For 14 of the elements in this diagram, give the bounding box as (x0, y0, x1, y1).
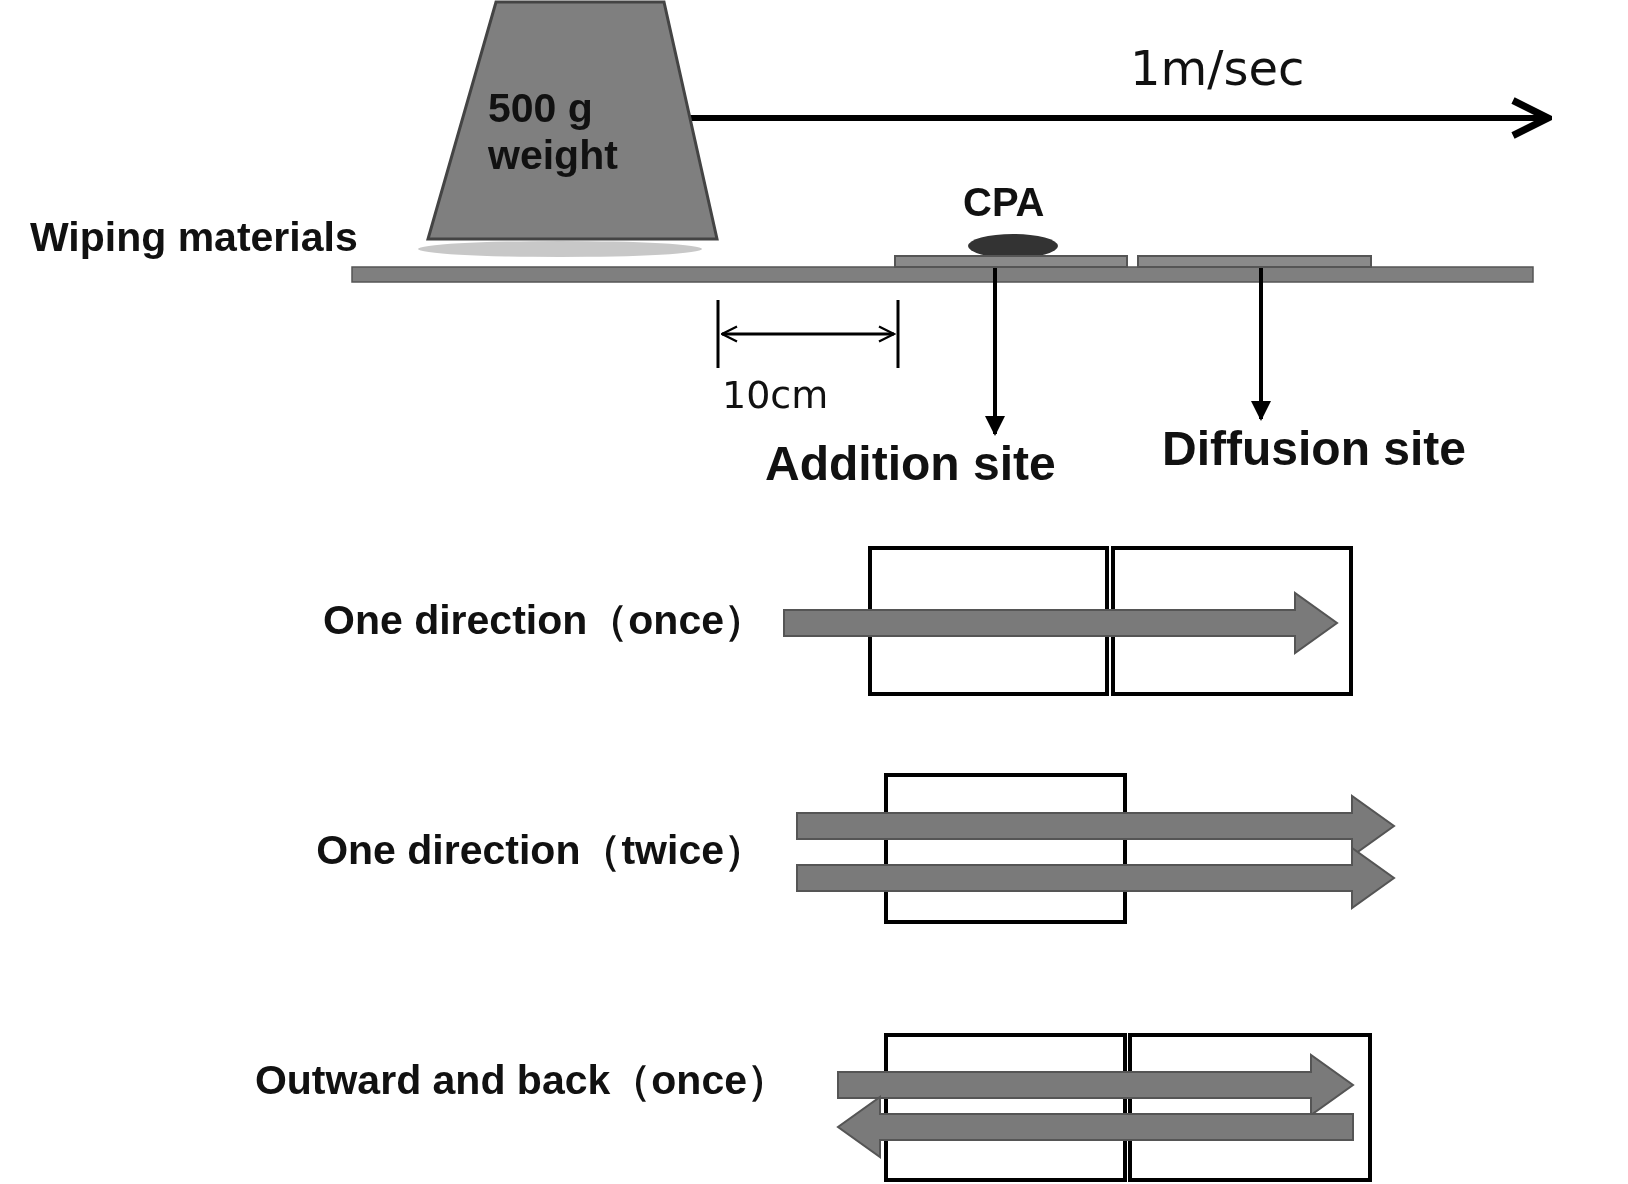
method-label: Outward and back（once） (254, 1058, 788, 1104)
part-label: CPA (963, 180, 1045, 224)
site-label: Addition site (765, 438, 1110, 496)
sample-plate (1137, 255, 1372, 268)
part-label: Wiping materials (30, 215, 358, 261)
sample-plate (894, 255, 1128, 268)
dimension-label: 10cm (722, 375, 829, 417)
method-label: One direction（twice） (316, 828, 765, 874)
site-label: Diffusion site (1162, 423, 1527, 481)
arrow (1251, 268, 1271, 421)
weight-block (426, 0, 719, 241)
speed-label: 1m/sec (1130, 42, 1305, 95)
method-label: One direction（once） (323, 598, 765, 644)
weight-label: 500 g weight (488, 85, 619, 180)
